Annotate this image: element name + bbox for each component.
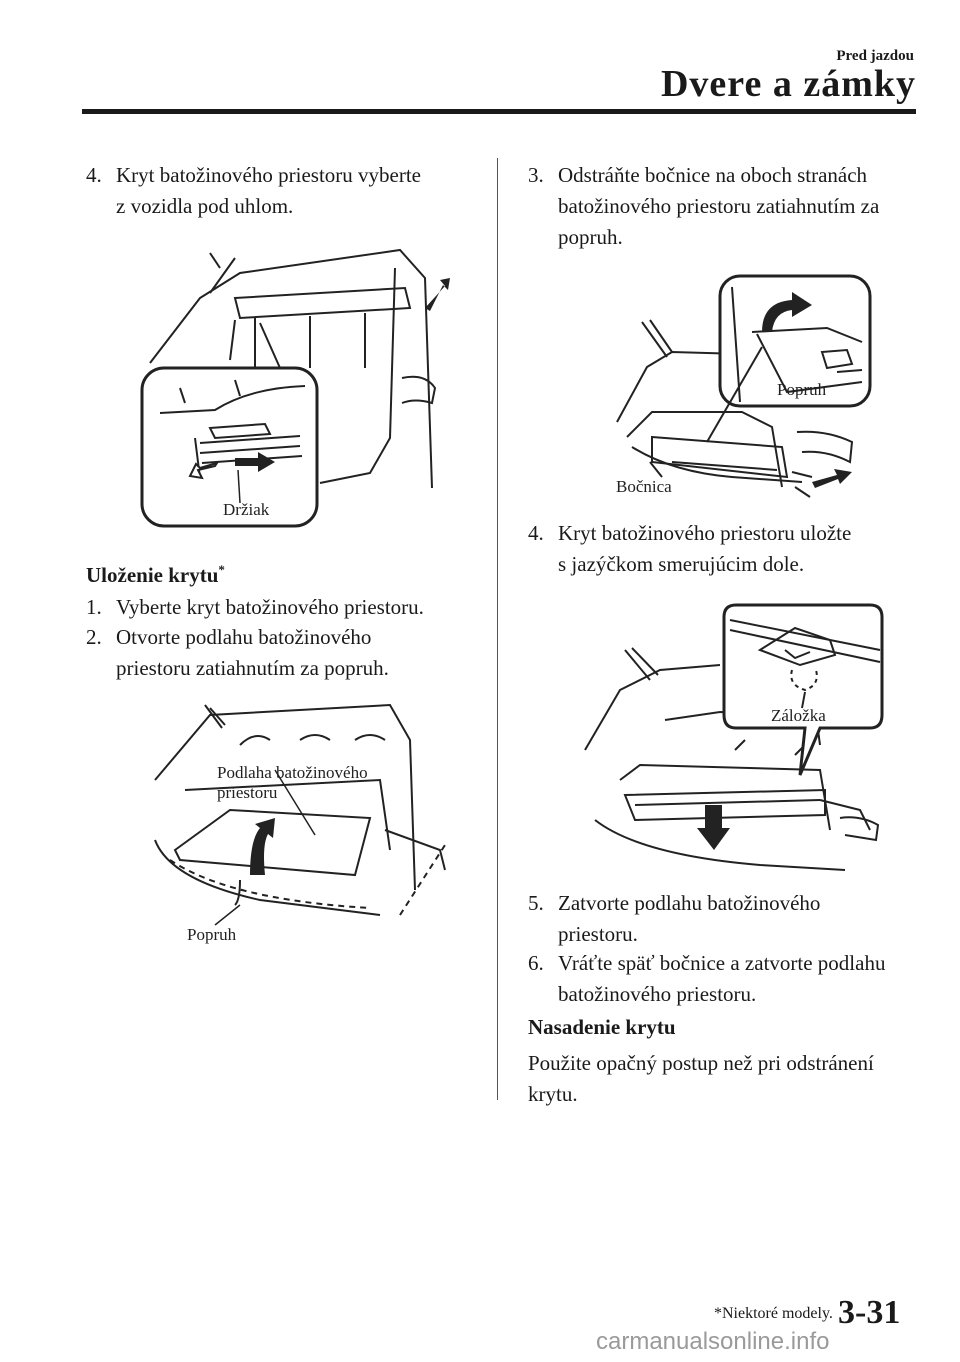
step-text: popruh.: [558, 225, 623, 249]
watermark: carmanualsonline.info: [596, 1328, 830, 1355]
label-side-board: Bočnica: [616, 477, 672, 496]
left-step-4: 4. Kryt batožinového priestoru vyberte z …: [86, 160, 421, 222]
header-rule: [82, 109, 916, 114]
section-title: Pred jazdou: [836, 48, 914, 64]
label-holder: Držiak: [223, 500, 270, 519]
label-strap: Popruh: [187, 925, 237, 944]
step-text: Kryt batožinového priestoru uložte: [558, 521, 852, 545]
label-line: priestoru: [217, 783, 278, 802]
page-number: 3-31: [838, 1294, 901, 1331]
subheading-cover-install: Nasadenie krytu: [528, 1015, 676, 1039]
step-text: Kryt batožinového priestoru vyberte: [116, 163, 421, 187]
left-step-2: 2. Otvorte podlahu batožinového priestoru…: [86, 622, 389, 684]
arrow-icon: [425, 278, 450, 311]
figure-cover-stowing: [584, 603, 884, 871]
step-number: 1.: [86, 595, 102, 619]
figure-floor-opening: [154, 703, 446, 926]
curved-arrow-icon: [762, 292, 812, 332]
step-number: 5.: [528, 891, 544, 915]
step-number: 4.: [528, 521, 544, 545]
subheading-cover-stowing: Uloženie krytu*: [86, 554, 225, 591]
paragraph-line: Použite opačný postup než pri odstránení: [528, 1051, 874, 1075]
curved-arrow-icon: [250, 818, 275, 875]
right-step-4: 4. Kryt batožinového priestoru uložte s j…: [528, 518, 851, 580]
right-step-5: 5. Zatvorte podlahu batožinového priestor…: [528, 888, 820, 950]
step-text: Otvorte podlahu batožinového: [116, 625, 372, 649]
step-text: batožinového priestoru zatiahnutím za: [558, 194, 880, 218]
step-text: batožinového priestoru.: [558, 982, 757, 1006]
step-text: priestoru.: [558, 922, 638, 946]
step-text: Vráťte späť bočnice a zatvorte podlahu: [558, 951, 886, 975]
right-step-3: 3. Odstráňte bočnice na oboch stranách ba…: [528, 160, 879, 253]
left-step-1: 1. Vyberte kryt batožinového priestoru.: [86, 592, 424, 623]
chapter-title: Dvere a zámky: [660, 63, 916, 105]
figure-side-removal: [616, 274, 872, 498]
footnote: *Niektoré modely.: [714, 1305, 833, 1322]
step-number: 4.: [86, 163, 102, 187]
figure-cover-removal: [140, 248, 450, 528]
step-number: 3.: [528, 163, 544, 187]
step-text: Zatvorte podlahu batožinového: [558, 891, 821, 915]
detail-inset: [718, 274, 872, 408]
step-number: 6.: [528, 951, 544, 975]
label-line: Podlaha batožinového: [217, 763, 368, 782]
step-text: Vyberte kryt batožinového priestoru.: [116, 595, 424, 619]
left-arrow-icon: [188, 461, 220, 480]
paragraph-line: krytu.: [528, 1082, 578, 1106]
subheading-text: Uloženie krytu: [86, 563, 219, 587]
footnote-mark: *: [218, 562, 225, 577]
step-text: z vozidla pod uhlom.: [116, 194, 294, 218]
down-arrow-icon: [697, 805, 730, 850]
step-text: priestoru zatiahnutím za popruh.: [116, 656, 389, 680]
label-tab: Záložka: [771, 706, 826, 725]
step-text: s jazýčkom smerujúcim dole.: [558, 552, 805, 576]
right-step-6: 6. Vráťte späť bočnice a zatvorte podlahu…: [528, 948, 885, 1010]
label-cargo-floor: Podlaha batožinového priestoru: [217, 763, 368, 803]
detail-inset: [140, 366, 319, 528]
label-strap-2: Popruh: [777, 380, 827, 399]
step-text: Odstráňte bočnice na oboch stranách: [558, 163, 868, 187]
install-paragraph: Použite opačný postup než pri odstránení…: [528, 1048, 874, 1110]
column-divider: [497, 158, 498, 1100]
right-arrow-icon: [235, 452, 275, 472]
step-number: 2.: [86, 625, 102, 649]
arrow-icon: [812, 469, 852, 488]
